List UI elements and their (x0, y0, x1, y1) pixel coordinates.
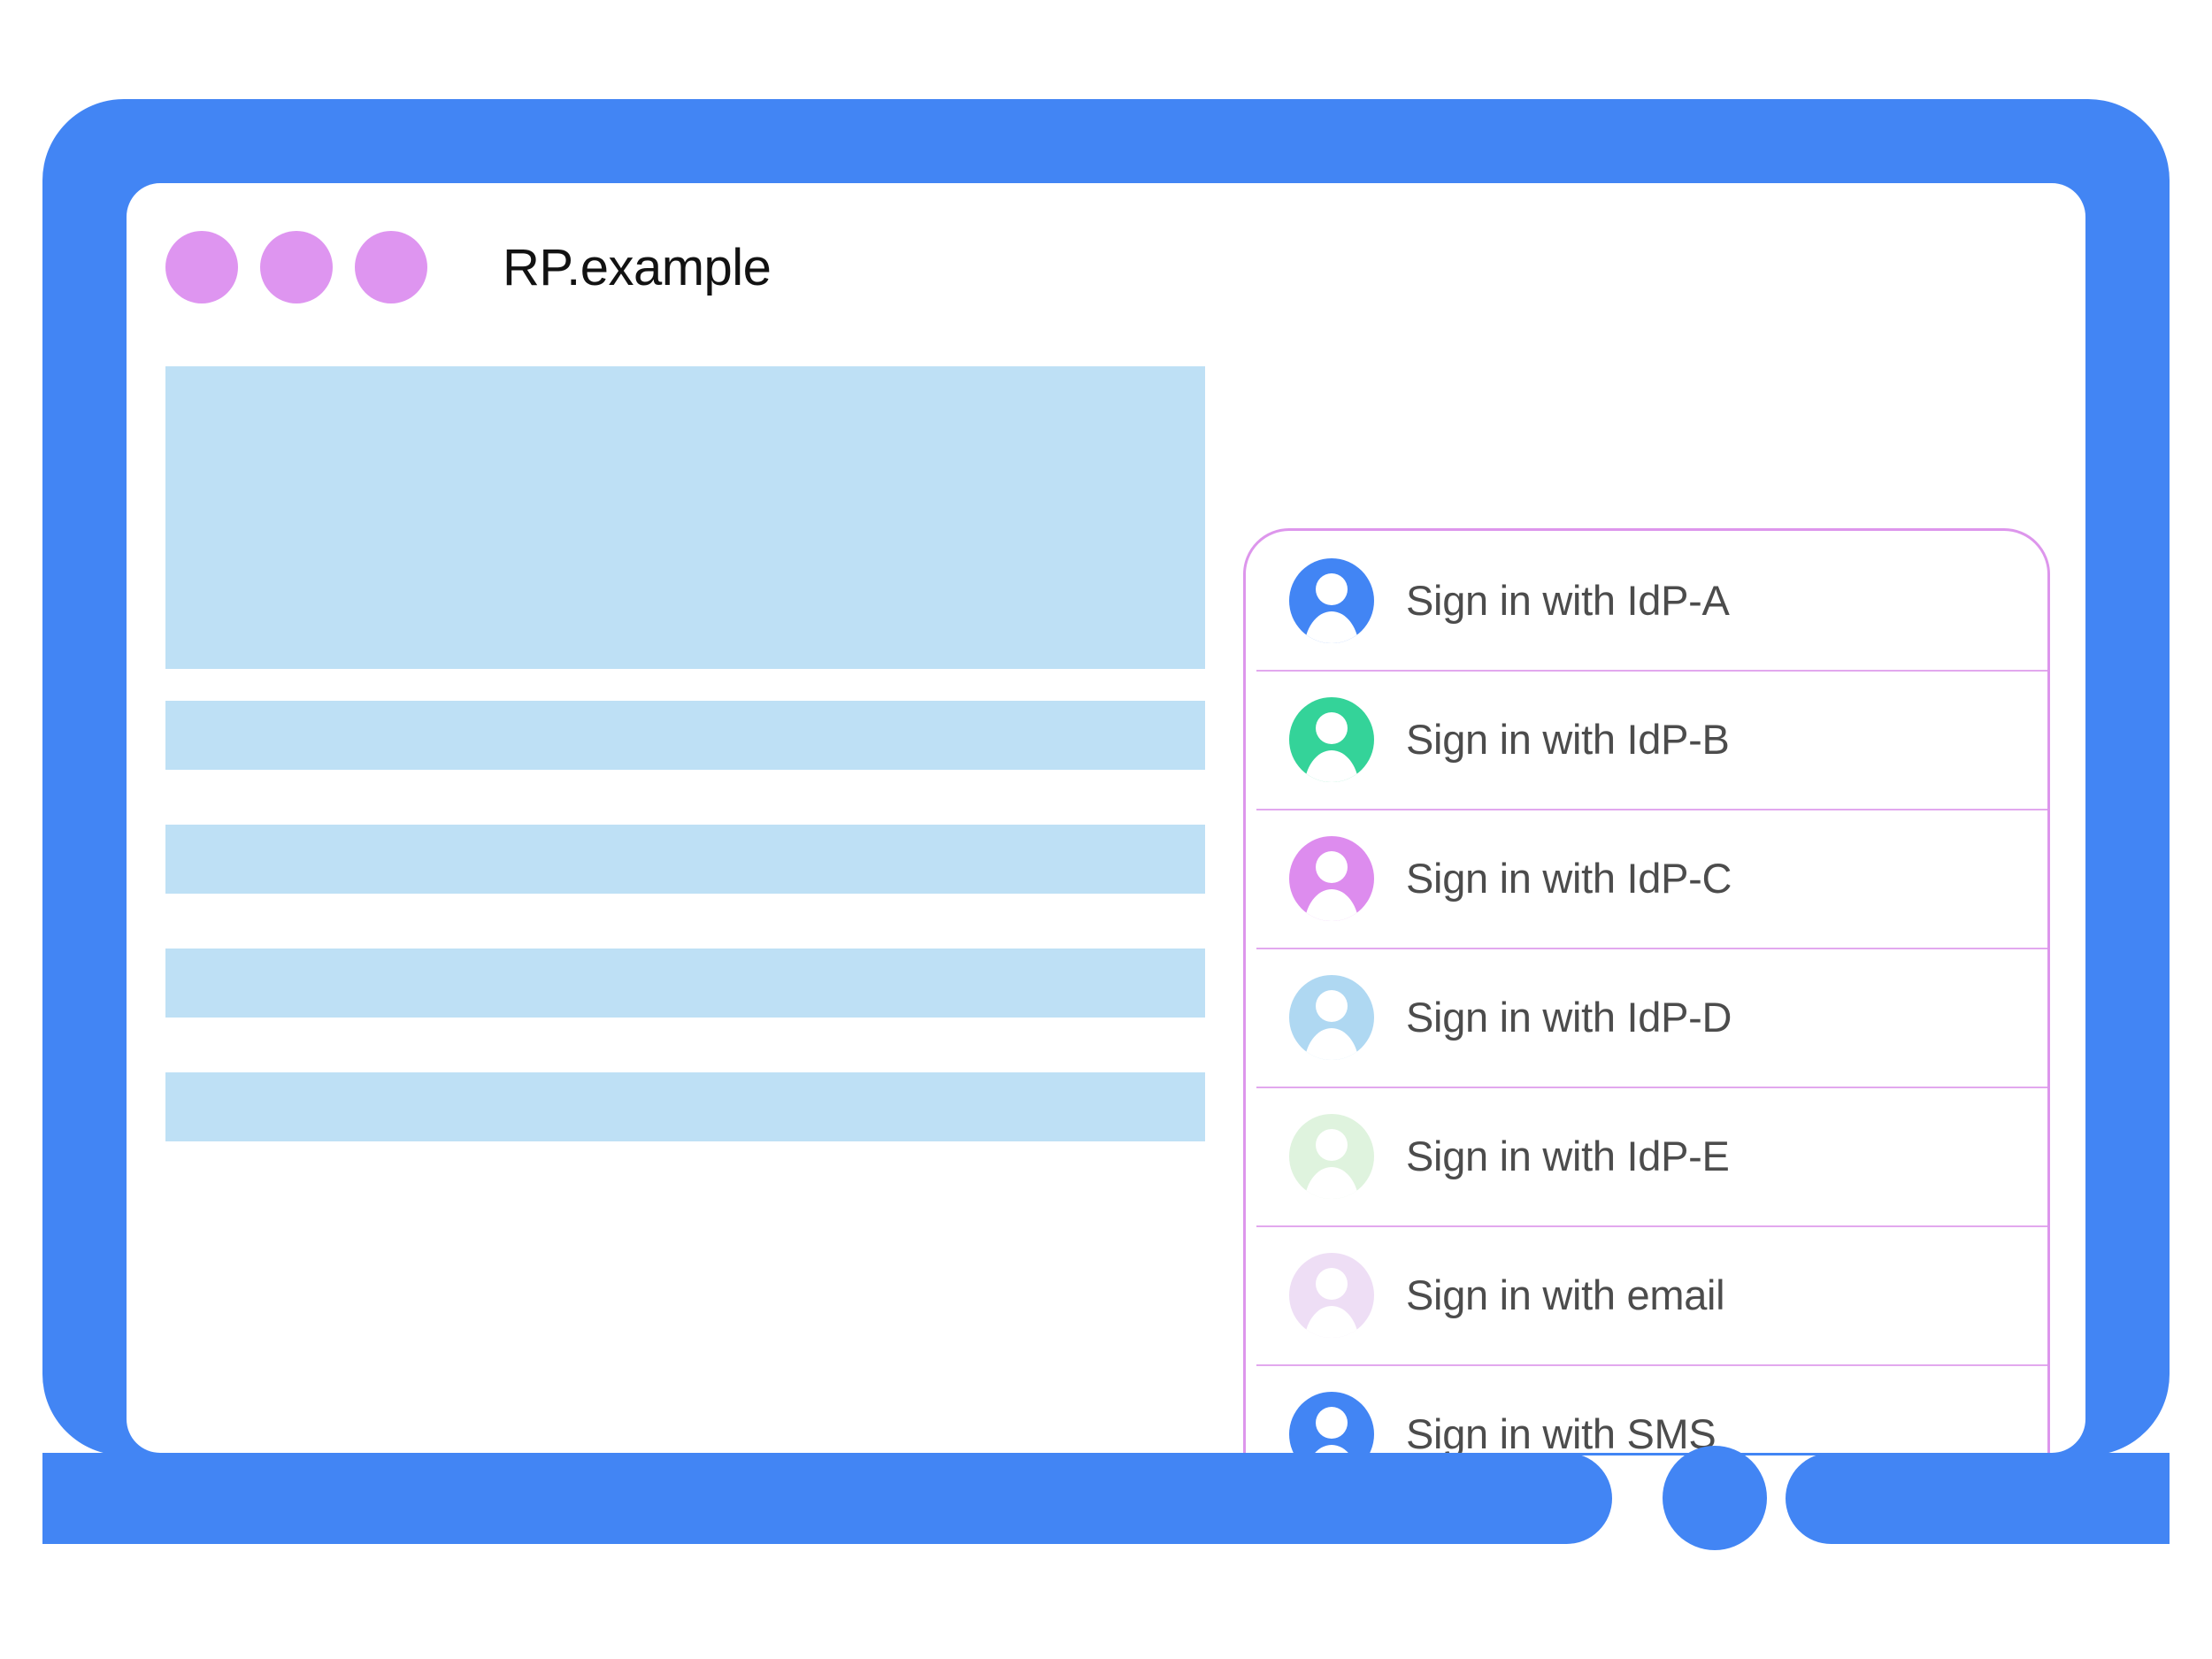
content-placeholder-column (165, 366, 1205, 1141)
account-label-sms: Sign in with SMS (1406, 1410, 1717, 1453)
window-dot-3-icon[interactable] (355, 231, 427, 303)
person-avatar-icon (1289, 557, 1374, 643)
account-chooser-panel: Sign in with IdP-A Sign in with IdP-B Si… (1243, 528, 2050, 1453)
account-row-email[interactable]: Sign in with email (1246, 1225, 2047, 1364)
account-row-idp-b[interactable]: Sign in with IdP-B (1246, 670, 2047, 809)
window-titlebar: RP.example (127, 183, 2085, 351)
account-row-sms[interactable]: Sign in with SMS (1246, 1364, 2047, 1453)
account-row-idp-c[interactable]: Sign in with IdP-C (1246, 809, 2047, 948)
person-avatar-icon (1289, 1113, 1374, 1199)
device-bottom-bar-right (1786, 1453, 2170, 1544)
account-label-idp-d: Sign in with IdP-D (1406, 994, 1732, 1041)
content-bar-3 (165, 949, 1205, 1018)
window-dot-2-icon[interactable] (260, 231, 333, 303)
device-frame: RP.example Sign in with IdP-A (42, 99, 2170, 1550)
person-avatar-icon (1289, 835, 1374, 921)
account-row-idp-a[interactable]: Sign in with IdP-A (1246, 531, 2047, 670)
account-row-idp-d[interactable]: Sign in with IdP-D (1246, 948, 2047, 1087)
device-screen: RP.example Sign in with IdP-A (127, 183, 2085, 1453)
content-bar-2 (165, 825, 1205, 894)
content-bar-1 (165, 701, 1205, 770)
content-bar-4 (165, 1072, 1205, 1141)
page-title: RP.example (503, 238, 772, 296)
content-hero-block (165, 366, 1205, 669)
device-bottom-bar-left (42, 1453, 1612, 1544)
home-button[interactable] (1663, 1446, 1767, 1550)
account-label-idp-c: Sign in with IdP-C (1406, 855, 1732, 902)
window-dot-1-icon[interactable] (165, 231, 238, 303)
account-label-email: Sign in with email (1406, 1271, 1725, 1318)
person-avatar-icon (1289, 1391, 1374, 1453)
account-label-idp-e: Sign in with IdP-E (1406, 1133, 1730, 1179)
window-dots (165, 231, 449, 303)
account-row-idp-e[interactable]: Sign in with IdP-E (1246, 1087, 2047, 1225)
person-avatar-icon (1289, 696, 1374, 782)
account-label-idp-a: Sign in with IdP-A (1406, 577, 1730, 624)
person-avatar-icon (1289, 974, 1374, 1060)
account-label-idp-b: Sign in with IdP-B (1406, 716, 1730, 763)
page-body: Sign in with IdP-A Sign in with IdP-B Si… (127, 351, 2085, 1453)
person-avatar-icon (1289, 1252, 1374, 1338)
